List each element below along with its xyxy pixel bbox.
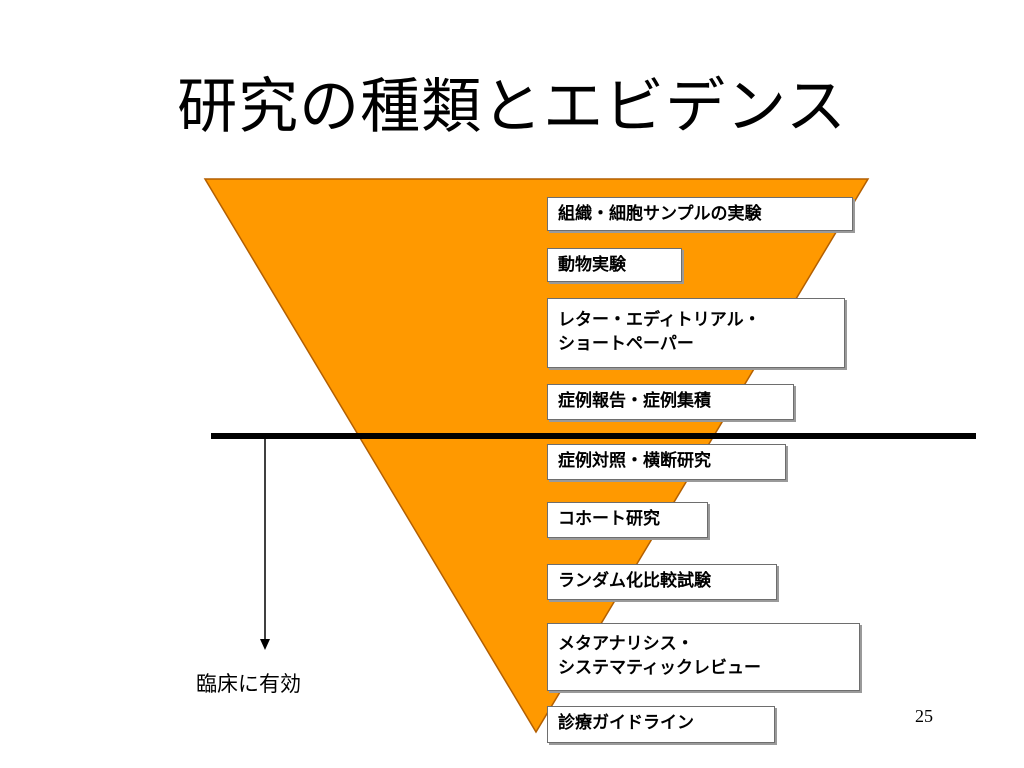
level-label: 症例報告・症例集積: [558, 391, 711, 411]
level-box-animal: 動物実験: [547, 248, 682, 282]
level-label: 症例対照・横断研究: [558, 451, 711, 471]
level-label: ランダム化比較試験: [558, 571, 711, 591]
level-box-case-report: 症例報告・症例集積: [547, 384, 794, 420]
level-label: 診療ガイドライン: [558, 713, 694, 733]
page-title: 研究の種類とエビデンス: [177, 72, 847, 142]
level-label: コホート研究: [558, 509, 660, 529]
level-label-line1: レター・エディトリアル・: [558, 310, 761, 330]
level-box-guideline: 診療ガイドライン: [547, 706, 775, 743]
clinical-arrow-head: [260, 639, 270, 650]
level-label-line2: ショートペーパー: [558, 334, 694, 354]
level-box-meta-analysis: メタアナリシス・ システマティックレビュー: [547, 623, 860, 691]
level-box-rct: ランダム化比較試験: [547, 564, 777, 600]
level-box-cohort: コホート研究: [547, 502, 708, 538]
level-label: 動物実験: [558, 255, 626, 275]
clinical-effective-label: 臨床に有効: [196, 672, 301, 696]
level-label: 組織・細胞サンプルの実験: [558, 204, 762, 224]
level-label-line1: メタアナリシス・: [558, 634, 694, 654]
page-number: 25: [915, 706, 933, 726]
level-label-line2: システマティックレビュー: [558, 658, 761, 678]
level-box-tissue-cell: 組織・細胞サンプルの実験: [547, 197, 853, 231]
level-box-letter-editorial: レター・エディトリアル・ ショートペーパー: [547, 298, 845, 368]
level-box-case-control: 症例対照・横断研究: [547, 444, 786, 480]
